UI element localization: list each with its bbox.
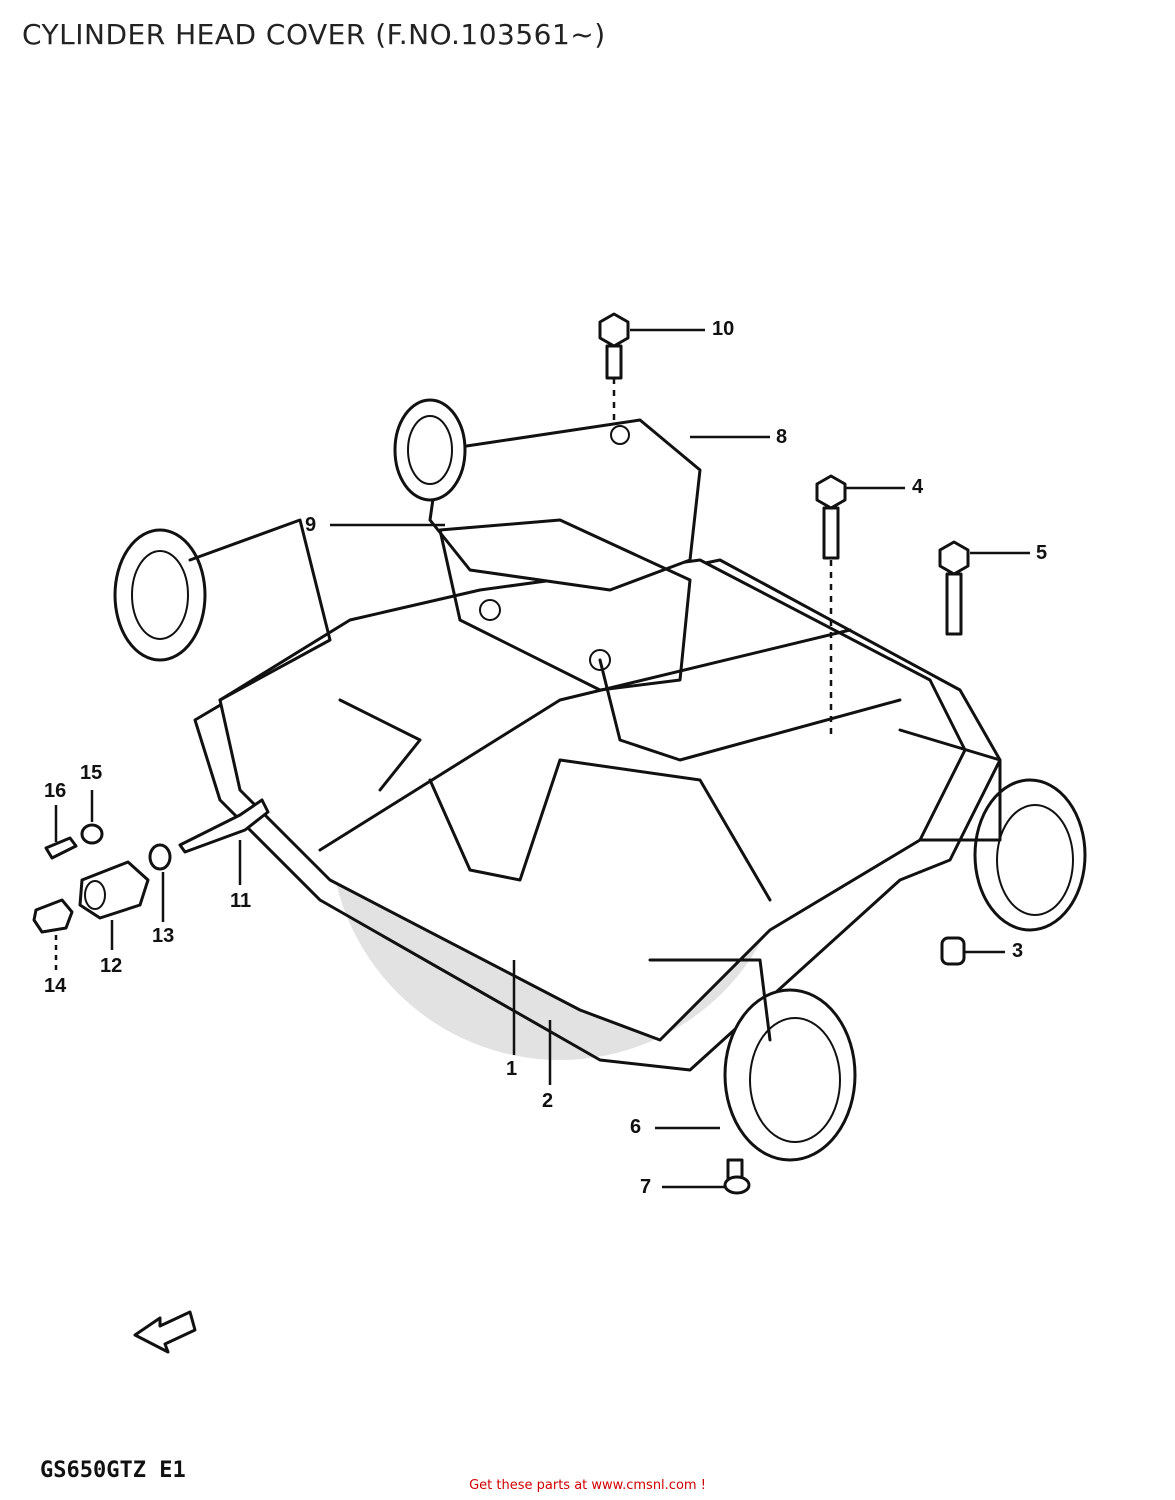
breather-cover-gasket [438, 518, 692, 692]
callout-11: 11 [230, 890, 252, 912]
tachometer-gear-11 [178, 798, 270, 854]
callout-16: 16 [44, 780, 67, 802]
o-ring-13 [148, 843, 172, 871]
screw-7 [723, 1158, 751, 1195]
housing-12 [78, 860, 150, 920]
callout-6: 6 [630, 1116, 642, 1138]
dowel-pin-3 [940, 936, 966, 966]
callout-3: 3 [1012, 940, 1024, 962]
forward-direction-arrow [133, 1310, 197, 1354]
bolt-5 [938, 540, 970, 636]
cam-end-cap-left-rear [393, 398, 467, 502]
callout-8: 8 [776, 426, 788, 448]
callout-9: 9 [305, 514, 317, 536]
washer-15 [80, 823, 104, 845]
callout-15: 15 [80, 762, 103, 784]
breather-cover [428, 418, 702, 592]
callout-13: 13 [152, 925, 175, 947]
callout-4: 4 [912, 476, 924, 498]
callout-2: 2 [542, 1090, 554, 1112]
screw-16 [44, 836, 78, 860]
callout-12: 12 [100, 955, 123, 977]
bolt-10 [598, 312, 630, 420]
callout-14: 14 [44, 975, 67, 997]
callout-1: 1 [506, 1058, 518, 1080]
plug-14 [32, 898, 74, 934]
cam-end-cap-left-front [113, 518, 332, 702]
bolt-4 [815, 474, 847, 740]
callout-5: 5 [1036, 542, 1048, 564]
callout-10: 10 [712, 318, 735, 340]
parts-link[interactable]: Get these parts at www.cmsnl.com ! [469, 1478, 706, 1493]
model-code: GS650GTZ E1 [40, 1458, 186, 1483]
cam-end-cap-right [898, 728, 1087, 932]
callout-7: 7 [640, 1176, 652, 1198]
page-title: CYLINDER HEAD COVER (F.NO.103561~) [22, 18, 606, 51]
cam-end-cap-6 [648, 958, 857, 1162]
